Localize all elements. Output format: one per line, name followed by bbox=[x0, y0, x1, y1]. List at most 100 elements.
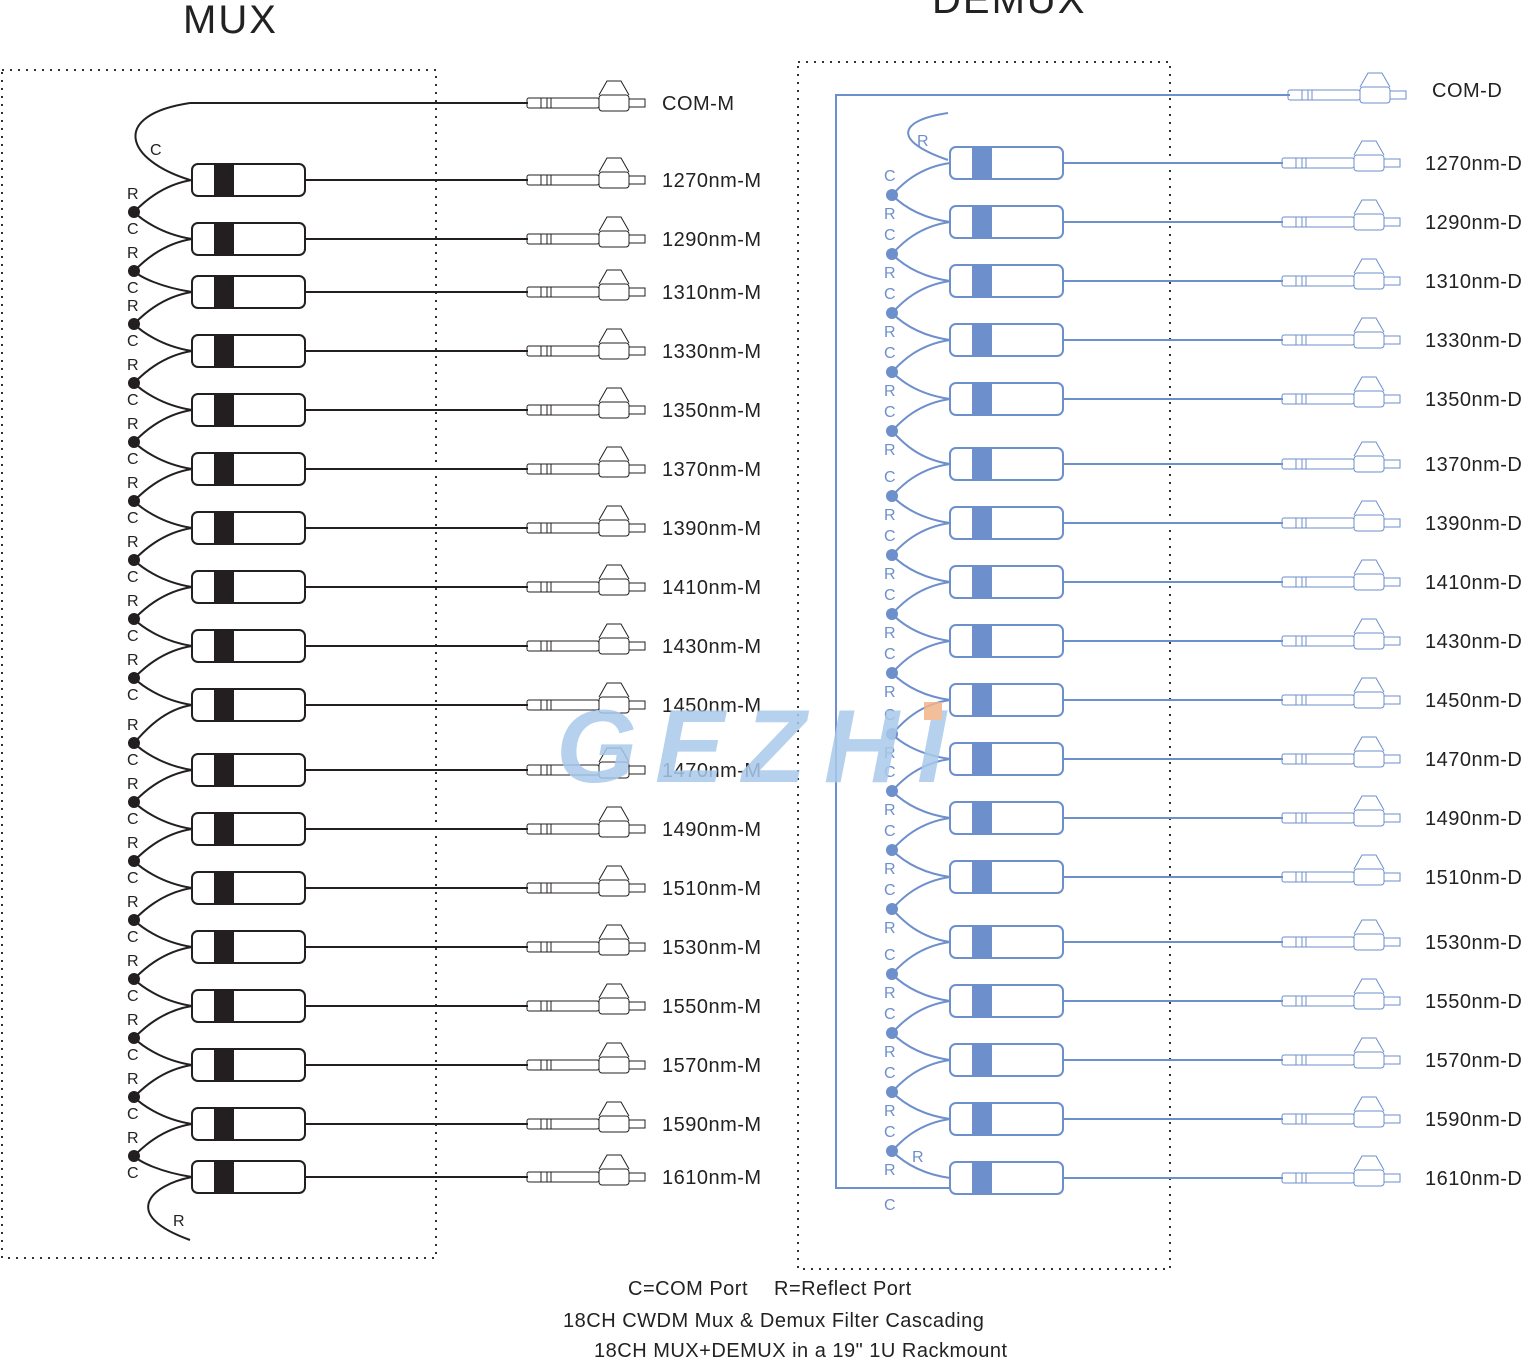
legend-subcaption: 18CH MUX+DEMUX in a 19" 1U Rackmount bbox=[594, 1340, 1008, 1362]
demux-channel-label: 1570nm-D bbox=[1425, 1050, 1522, 1072]
demux-port-label-r: R bbox=[884, 1103, 896, 1120]
demux-splice-dot bbox=[886, 490, 898, 502]
demux-cascade-fiber bbox=[891, 280, 951, 314]
demux-port-label-r: R bbox=[884, 802, 896, 819]
demux-reflect-head bbox=[907, 112, 949, 161]
demux-filter bbox=[949, 683, 1064, 717]
mux-channel-connector bbox=[526, 328, 646, 360]
mux-channel-connector bbox=[526, 747, 646, 779]
demux-port-label-c: C bbox=[884, 227, 896, 244]
mux-cascade-fiber bbox=[133, 742, 193, 771]
demux-channel-label: 1610nm-D bbox=[1425, 1168, 1522, 1190]
mux-com-curve bbox=[134, 102, 191, 181]
mux-filter bbox=[191, 570, 306, 604]
mux-filter-band bbox=[214, 872, 234, 904]
mux-filter-band bbox=[214, 754, 234, 786]
mux-channel-label: 1510nm-M bbox=[662, 878, 762, 900]
mux-cascade-fiber bbox=[133, 801, 193, 830]
demux-channel-connector bbox=[1281, 618, 1401, 650]
demux-filter-band bbox=[972, 206, 992, 238]
mux-splice-dot bbox=[128, 554, 140, 566]
demux-cascade-fiber bbox=[891, 162, 951, 196]
mux-splice-dot bbox=[128, 206, 140, 218]
demux-cascade-fiber bbox=[891, 554, 951, 583]
demux-channel-connector bbox=[1281, 854, 1401, 886]
demux-cascade-fiber bbox=[891, 1059, 951, 1093]
demux-port-label-r: R bbox=[884, 1162, 896, 1179]
demux-splice-dot bbox=[886, 667, 898, 679]
demux-port-label-c: C bbox=[884, 587, 896, 604]
mux-filter-band bbox=[214, 1108, 234, 1140]
mux-channel-connector bbox=[526, 806, 646, 838]
demux-channel-label: 1290nm-D bbox=[1425, 212, 1522, 234]
mux-com-label: COM-M bbox=[662, 93, 734, 115]
mux-splice-dot bbox=[128, 318, 140, 330]
mux-filter-band bbox=[214, 813, 234, 845]
mux-channel-label: 1330nm-M bbox=[662, 341, 762, 363]
demux-port-label-r: R bbox=[884, 625, 896, 642]
mux-splice-dot bbox=[128, 855, 140, 867]
demux-filter-band bbox=[972, 324, 992, 356]
mux-channel-connector bbox=[526, 682, 646, 714]
demux-channel-connector bbox=[1281, 140, 1401, 172]
mux-port-label-c: C bbox=[127, 988, 139, 1005]
demux-channel-label: 1350nm-D bbox=[1425, 389, 1522, 411]
mux-filter bbox=[191, 452, 306, 486]
mux-filter-band bbox=[214, 276, 234, 308]
mux-com-connector bbox=[526, 80, 646, 112]
mux-filter bbox=[191, 989, 306, 1023]
demux-filter bbox=[949, 565, 1064, 599]
demux-port-label-c: C bbox=[884, 1006, 896, 1023]
demux-filter-band bbox=[972, 507, 992, 539]
demux-port-label-c: C bbox=[884, 882, 896, 899]
mux-cascade-fiber bbox=[133, 291, 193, 325]
mux-cascade-fiber bbox=[133, 441, 193, 470]
mux-filter-band bbox=[214, 1161, 234, 1193]
demux-channel-connector bbox=[1281, 317, 1401, 349]
watermark-text: GEZHI bbox=[556, 689, 964, 805]
demux-channel-connector bbox=[1281, 1155, 1401, 1187]
mux-title: MUX bbox=[183, 0, 278, 42]
demux-channel-label: 1330nm-D bbox=[1425, 330, 1522, 352]
demux-channel-connector bbox=[1281, 978, 1401, 1010]
demux-splice-dot bbox=[886, 549, 898, 561]
demux-port-label-c: C bbox=[884, 947, 896, 964]
demux-port-label-c: C bbox=[884, 404, 896, 421]
mux-filter bbox=[191, 688, 306, 722]
mux-filter-band bbox=[214, 990, 234, 1022]
demux-port-label-c: C bbox=[884, 823, 896, 840]
demux-channel-label: 1370nm-D bbox=[1425, 454, 1522, 476]
mux-cascade-fiber bbox=[133, 1155, 193, 1178]
mux-filter bbox=[191, 812, 306, 846]
mux-channel-connector bbox=[526, 157, 646, 189]
demux-filter-band bbox=[972, 265, 992, 297]
demux-port-label-c: C bbox=[884, 1197, 896, 1214]
demux-cascade-fiber bbox=[891, 640, 951, 674]
demux-channel-label: 1490nm-D bbox=[1425, 808, 1522, 830]
mux-cascade-fiber bbox=[133, 1037, 193, 1066]
demux-filter-band bbox=[972, 1044, 992, 1076]
demux-port-label-c: C bbox=[884, 345, 896, 362]
mux-splice-dot bbox=[128, 436, 140, 448]
mux-cascade-fiber bbox=[133, 586, 193, 620]
demux-splice-dot bbox=[886, 1027, 898, 1039]
demux-port-label-c: C bbox=[884, 1065, 896, 1082]
demux-filter-band bbox=[972, 684, 992, 716]
demux-cascade-fiber bbox=[891, 973, 951, 1002]
demux-splice-dot bbox=[886, 1145, 898, 1157]
demux-channel-label: 1390nm-D bbox=[1425, 513, 1522, 535]
demux-port-label-r: R bbox=[884, 383, 896, 400]
demux-port-label-c: C bbox=[884, 286, 896, 303]
mux-cascade-fiber bbox=[133, 382, 193, 411]
mux-cascade-fiber bbox=[133, 1005, 193, 1039]
mux-port-label-c: C bbox=[127, 392, 139, 409]
mux-cascade-fiber bbox=[133, 769, 193, 803]
mux-filter-band bbox=[214, 453, 234, 485]
mux-port-label-r: R bbox=[127, 534, 139, 551]
demux-filter bbox=[949, 624, 1064, 658]
mux-filter bbox=[191, 1048, 306, 1082]
demux-splice-dot bbox=[886, 608, 898, 620]
mux-cascade-fiber bbox=[133, 500, 193, 529]
mux-cascade-fiber bbox=[133, 350, 193, 384]
